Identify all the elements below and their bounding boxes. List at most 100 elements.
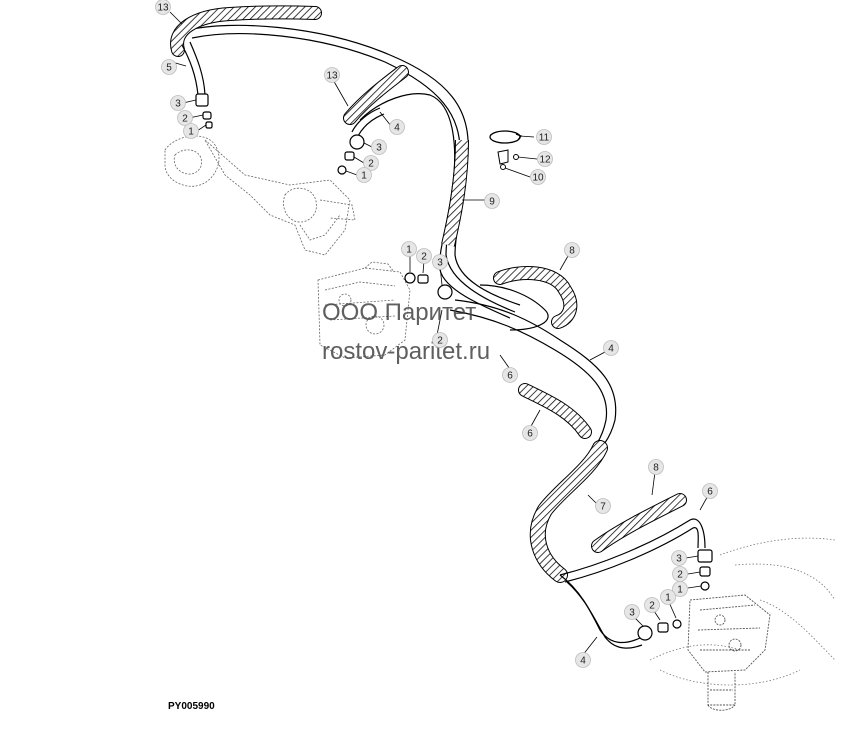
callout-bubble	[401, 241, 417, 257]
callout-1: 1	[660, 589, 676, 605]
callout-2: 2	[363, 155, 379, 171]
callout-bubble	[671, 550, 687, 566]
callout-2: 2	[416, 248, 432, 264]
callout-bubble	[660, 589, 676, 605]
hose-4-middle	[351, 107, 385, 137]
callout-2: 2	[672, 566, 688, 582]
callout-number: 7	[600, 502, 606, 513]
callout-bubble	[603, 340, 619, 356]
rear-valve-assembly	[687, 594, 771, 711]
callout-number: 13	[157, 3, 169, 14]
callout-4: 4	[603, 340, 619, 356]
callout-number: 6	[507, 371, 513, 382]
callout-3: 3	[432, 254, 448, 270]
callout-3: 3	[624, 604, 640, 620]
callout-bubble	[564, 242, 580, 258]
fitting-1-top-left	[205, 121, 213, 129]
callout-6: 6	[502, 367, 518, 383]
callout-number: 2	[421, 252, 427, 263]
fitting-3-rear	[697, 549, 713, 563]
callout-bubble	[356, 167, 372, 183]
callout-13: 13	[155, 0, 171, 15]
callout-bubble	[502, 367, 518, 383]
callout-bubble	[672, 581, 688, 597]
clamp-11	[489, 130, 523, 144]
callout-number: 12	[539, 155, 551, 166]
sleeve-8-lower	[591, 493, 687, 553]
callout-8: 8	[564, 242, 580, 258]
callout-number: 3	[629, 608, 635, 619]
hose-lower-lines	[559, 518, 706, 649]
callout-bubble	[484, 193, 500, 209]
callout-number: 4	[580, 656, 586, 667]
sleeve-6-center	[518, 383, 592, 439]
callout-bubble	[155, 0, 171, 15]
callout-number: 8	[653, 463, 659, 474]
callout-bubble	[648, 459, 664, 475]
sleeve-13-middle	[343, 65, 409, 125]
callout-number: 1	[406, 245, 412, 256]
callout-number: 1	[188, 127, 194, 138]
callout-number: 2	[649, 601, 655, 612]
callout-number: 3	[376, 143, 382, 154]
callout-number: 10	[532, 173, 544, 184]
callout-number: 4	[608, 344, 614, 355]
callout-number: 2	[182, 114, 188, 125]
callout-number: 6	[527, 429, 533, 440]
callout-bubble	[389, 119, 405, 135]
callout-bubble	[177, 110, 193, 126]
callout-number: 13	[326, 71, 338, 82]
callout-number: 8	[569, 246, 575, 257]
sleeve-13-top	[170, 5, 322, 57]
bundle-sleeve-9	[441, 139, 469, 247]
callout-number: 3	[175, 99, 181, 110]
callout-1: 1	[401, 241, 417, 257]
fitting-1-valve	[404, 272, 416, 284]
fitting-3-valve	[437, 284, 453, 300]
fitting-3-lower	[637, 625, 653, 641]
callout-bubble	[183, 123, 199, 139]
callout-number: 11	[539, 133, 550, 144]
watermark: ООО Паритет rostov-paritet.ru	[322, 299, 490, 365]
callout-3: 3	[170, 95, 186, 111]
callout-7: 7	[595, 498, 611, 514]
fitting-3-middle	[349, 134, 365, 150]
callout-bubble	[170, 95, 186, 111]
callout-1: 1	[672, 581, 688, 597]
fitting-2-middle	[344, 151, 355, 161]
callout-number: 1	[665, 593, 671, 604]
callout-2: 2	[177, 110, 193, 126]
control-valve-block	[317, 261, 411, 359]
callout-bubble	[324, 67, 340, 83]
fitting-2-lower	[657, 622, 669, 633]
callout-6: 6	[702, 483, 718, 499]
callout-bubble	[595, 498, 611, 514]
callout-13: 13	[324, 67, 340, 83]
callout-bubble	[702, 483, 718, 499]
hose-bundle	[187, 24, 521, 319]
bracket-12	[497, 149, 519, 170]
callout-bubble	[161, 59, 177, 75]
sleeve-7-lower	[529, 440, 608, 583]
callout-bubble	[522, 425, 538, 441]
callout-number: 6	[707, 487, 713, 498]
callout-number: 3	[676, 554, 682, 565]
callout-bubble	[416, 248, 432, 264]
callout-6: 6	[522, 425, 538, 441]
drawing-code: PY005990	[168, 701, 215, 712]
callout-number: 1	[677, 585, 683, 596]
callout-bubble	[432, 332, 448, 348]
fitting-2-valve	[417, 274, 429, 284]
callout-number: 1	[361, 171, 367, 182]
callout-bubble	[537, 151, 553, 167]
callout-bubble	[371, 139, 387, 155]
callout-2: 2	[644, 597, 660, 613]
callout-4: 4	[389, 119, 405, 135]
callout-12: 12	[537, 151, 553, 167]
callout-number: 2	[368, 159, 374, 170]
callout-8: 8	[648, 459, 664, 475]
callout-bubble	[530, 169, 546, 185]
